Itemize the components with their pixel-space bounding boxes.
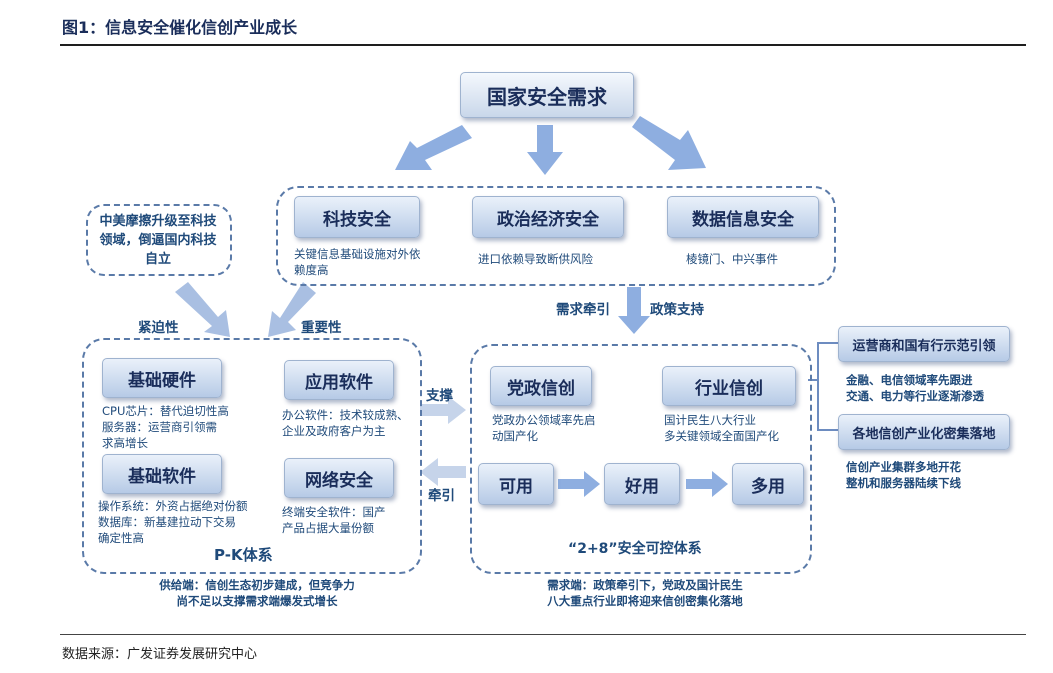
left-note-container — [86, 204, 232, 276]
box-local-landing: 各地信创产业化密集落地 — [838, 414, 1010, 450]
box-party-xinchuang: 党政信创 — [490, 366, 592, 406]
app-software-label: 应用软件 — [305, 372, 373, 393]
safe-system-title: “2+8”安全可控体系 — [568, 541, 702, 557]
basic-software-desc-1: 操作系统：外资占据绝对份额 — [98, 499, 248, 513]
network-security-desc-2: 产品占据大量份额 — [282, 521, 374, 535]
industry-desc-2: 多关键领域全面国产化 — [664, 429, 779, 443]
basic-software-desc-3: 确定性高 — [98, 531, 144, 545]
stage-widely: 多用 — [732, 463, 804, 505]
top-node: 国家安全需求 — [460, 72, 634, 118]
security-container — [276, 186, 836, 286]
arrow-to-tech — [395, 125, 472, 170]
basic-software-desc-2: 数据库：新基建拉动下交易 — [98, 515, 236, 529]
arrow-urgency — [175, 282, 230, 337]
arrow-stage-2 — [686, 471, 728, 497]
box-econ-security: 政治经济安全 — [472, 196, 624, 238]
box-basic-hardware: 基础硬件 — [102, 358, 222, 398]
operator-desc-2: 交通、电力等行业逐渐渗透 — [846, 389, 984, 403]
pk-system-container — [82, 338, 422, 574]
data-security-desc: 棱镜门、中兴事件 — [686, 252, 778, 266]
basic-hardware-desc-1: CPU芯片：替代迫切性高 — [102, 404, 229, 418]
box-industry-xinchuang: 行业信创 — [662, 366, 796, 406]
box-data-security: 数据信息安全 — [667, 196, 819, 238]
econ-security-desc: 进口依赖导致断供风险 — [478, 252, 593, 266]
basic-hardware-desc-2: 服务器：运营商引领需 — [102, 420, 217, 434]
left-note: 中美摩擦升级至科技领域，倒逼国内科技自立 — [99, 214, 217, 267]
arrow-stage-1 — [558, 471, 600, 497]
party-desc-2: 动国产化 — [492, 429, 538, 443]
basic-hardware-desc-3: 求高增长 — [102, 436, 148, 450]
local-desc-1: 信创产业集群多地开花 — [846, 460, 961, 474]
label-policy-support: 政策支持 — [650, 302, 704, 318]
box-operator-demo: 运营商和国有行示范引领 — [838, 326, 1010, 362]
box-app-software: 应用软件 — [284, 360, 394, 400]
app-software-desc-1: 办公软件：技术较成熟、 — [282, 408, 409, 422]
label-importance: 重要性 — [301, 320, 342, 336]
industry-desc-1: 国计民生八大行业 — [664, 413, 756, 427]
econ-security-label: 政治经济安全 — [497, 209, 599, 230]
party-xinchuang-label: 党政信创 — [507, 378, 575, 399]
basic-software-label: 基础软件 — [128, 466, 196, 487]
supply-note-2: 尚不足以支撑需求端爆发式增长 — [176, 594, 338, 608]
box-basic-software: 基础软件 — [102, 454, 222, 494]
tech-security-desc: 关键信息基础设施对外依赖度高 — [294, 247, 421, 277]
supply-note-1: 供给端：信创生态初步建成，但竞争力 — [159, 578, 355, 592]
top-rule — [60, 44, 1026, 46]
safe-system-container — [470, 344, 812, 574]
top-node-label: 国家安全需求 — [487, 84, 607, 109]
arrow-support — [420, 396, 466, 424]
local-desc-2: 整机和服务器陆续下线 — [846, 476, 961, 490]
arrow-demand-pull — [618, 287, 650, 334]
network-security-desc-1: 终端安全软件：国产 — [282, 505, 386, 519]
stage-widely-label: 多用 — [751, 476, 785, 497]
box-network-security: 网络安全 — [284, 458, 394, 498]
data-security-label: 数据信息安全 — [692, 209, 794, 230]
label-support: 支撑 — [426, 388, 453, 404]
arrow-importance — [268, 282, 316, 337]
network-security-label: 网络安全 — [305, 470, 373, 491]
stage-easy: 好用 — [604, 463, 680, 505]
app-software-desc-2: 企业及政府客户为主 — [282, 424, 386, 438]
operator-demo-label: 运营商和国有行示范引领 — [852, 338, 996, 354]
figure-title: 图1：信息安全催化信创产业成长 — [62, 18, 298, 37]
demand-note-1: 需求端：政策牵引下，党政及国计民生 — [547, 578, 743, 592]
label-pull: 牵引 — [428, 488, 455, 504]
operator-desc-1: 金融、电信领域率先跟进 — [846, 373, 973, 387]
tech-security-label: 科技安全 — [323, 209, 391, 230]
stage-usable: 可用 — [478, 463, 554, 505]
bracket-right-panel — [808, 342, 838, 431]
data-source: 数据来源：广发证券发展研究中心 — [62, 647, 258, 662]
party-desc-1: 党政办公领域率先启 — [492, 413, 596, 427]
local-landing-label: 各地信创产业化密集落地 — [852, 426, 996, 442]
label-demand-pull: 需求牵引 — [556, 302, 610, 318]
pk-system-title: P-K体系 — [214, 546, 273, 564]
label-urgency: 紧迫性 — [138, 320, 179, 336]
arrow-pull — [420, 458, 466, 486]
industry-xinchuang-label: 行业信创 — [695, 378, 763, 399]
bottom-rule — [60, 634, 1026, 635]
stage-easy-label: 好用 — [625, 476, 659, 497]
stage-usable-label: 可用 — [499, 476, 533, 497]
box-tech-security: 科技安全 — [294, 196, 420, 238]
demand-note-2: 八大重点行业即将迎来信创密集化落地 — [547, 594, 743, 608]
arrow-to-econ — [527, 125, 563, 175]
arrow-to-data — [632, 116, 706, 170]
basic-hardware-label: 基础硬件 — [128, 370, 196, 391]
